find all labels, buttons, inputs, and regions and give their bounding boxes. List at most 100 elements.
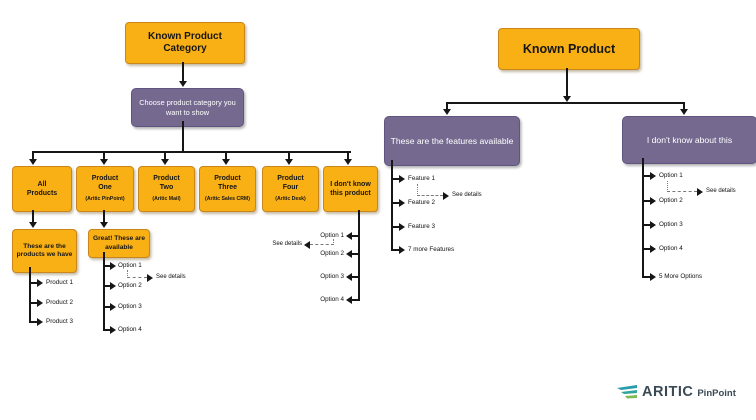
connector-line [642,200,650,202]
connector-line [391,226,399,228]
node-label: Known Product Category [148,31,222,54]
connector-line [391,202,399,204]
node-label: These are the products we have [16,242,73,259]
dashed-connector [127,277,147,278]
connector-line [29,282,37,284]
branch-line [446,102,685,104]
list-item: Product 2 [46,299,73,306]
node-label: All [37,180,47,188]
list-item: Product 3 [46,318,73,325]
dashed-connector [127,270,128,278]
connector-line [642,175,650,177]
dashed-connector [667,181,668,192]
dashed-connector [333,239,334,245]
arrow-down-icon [100,222,108,228]
arrow-left-icon [304,241,310,249]
connector-line [225,151,227,159]
connector-line [103,285,110,287]
arrow-down-icon [161,159,169,165]
node-all-products: All Products [12,166,72,212]
connector-line [103,210,105,222]
node-label: Product [277,174,304,182]
node-unknown-product: I don't know this product [323,166,378,212]
node-known-product-category: Known Product Category [125,22,245,64]
arrow-right-icon [650,245,656,253]
node-sublabel: (Aritic Sales CRM) [205,195,250,202]
dashed-connector [667,191,697,192]
list-item: Option 1 [320,232,344,239]
arrow-right-icon [399,223,405,231]
arrow-right-icon [399,246,405,254]
list-item: Option 3 [320,273,344,280]
list-item: 7 more Features [408,246,455,253]
connector-line [29,267,31,323]
node-choose-category: Choose product category you want to show [131,88,244,127]
connector-line [642,248,650,250]
list-item: Option 1 [118,262,142,269]
dashed-connector [417,184,418,196]
arrow-left-icon [346,296,352,304]
arrow-right-icon [110,282,116,290]
node-products-we-have: These are the products we have [12,229,77,273]
connector-line [103,306,110,308]
node-product-four: Product Four (Aritic Desk) [262,166,319,212]
connector-line [182,121,184,151]
arrow-down-icon [563,96,571,102]
node-features-available: These are the features available [384,116,520,166]
arrow-right-icon [650,273,656,281]
arrow-right-icon [650,172,656,180]
node-sublabel: (Aritic PinPoint) [85,195,125,202]
list-item: Option 3 [118,303,142,310]
node-product-two: Product Two (Aritic Mail) [138,166,195,212]
connector-line [391,178,399,180]
connector-line [103,252,105,331]
arrow-right-icon [37,318,43,326]
connector-line [352,299,359,301]
arrow-right-icon [443,192,449,200]
arrow-right-icon [37,299,43,307]
connector-line [29,302,37,304]
connector-line [642,158,644,278]
node-product-three: Product Three (Aritic Sales CRM) [199,166,256,212]
node-label: Three [217,184,238,192]
arrow-down-icon [29,222,37,228]
arrow-left-icon [346,250,352,258]
connector-line [446,102,448,109]
connector-line [32,151,34,159]
node-label: One [98,184,112,192]
node-label: I don't know about this [646,134,733,145]
list-item: Option 4 [659,245,683,252]
arrow-down-icon [100,159,108,165]
node-options-available: Great! These are available [88,229,150,258]
see-details-label: See details [452,192,482,198]
node-label: Choose product category you want to show [139,98,236,117]
arrow-down-icon [222,159,230,165]
connector-line [352,253,359,255]
list-item: Feature 2 [408,199,435,206]
list-item: Option 2 [320,250,344,257]
node-label: Great! These are available [92,235,146,251]
node-label: Four [282,184,299,192]
node-label: Products [26,190,58,197]
dashed-connector [310,244,334,245]
logo-brand-text: ARITIC [642,384,694,400]
connector-line [391,160,393,251]
connector-line [391,249,399,251]
node-label: Known Product [522,42,616,56]
arrow-right-icon [399,199,405,207]
node-dont-know-about-this: I don't know about this [622,116,756,164]
node-sublabel: (Aritic Desk) [275,195,306,202]
connector-line [103,151,105,159]
arrow-right-icon [650,221,656,229]
arrow-right-icon [110,303,116,311]
arrow-down-icon [29,159,37,165]
connector-line [642,276,650,278]
list-item: Option 4 [118,326,142,333]
arrow-right-icon [697,188,703,196]
list-item: Product 1 [46,279,73,286]
list-item: Option 1 [659,172,683,179]
node-label: I don't know [330,180,371,188]
see-details-label: See details [706,188,736,194]
list-item: Feature 3 [408,223,435,230]
node-known-product: Known Product [498,28,640,70]
